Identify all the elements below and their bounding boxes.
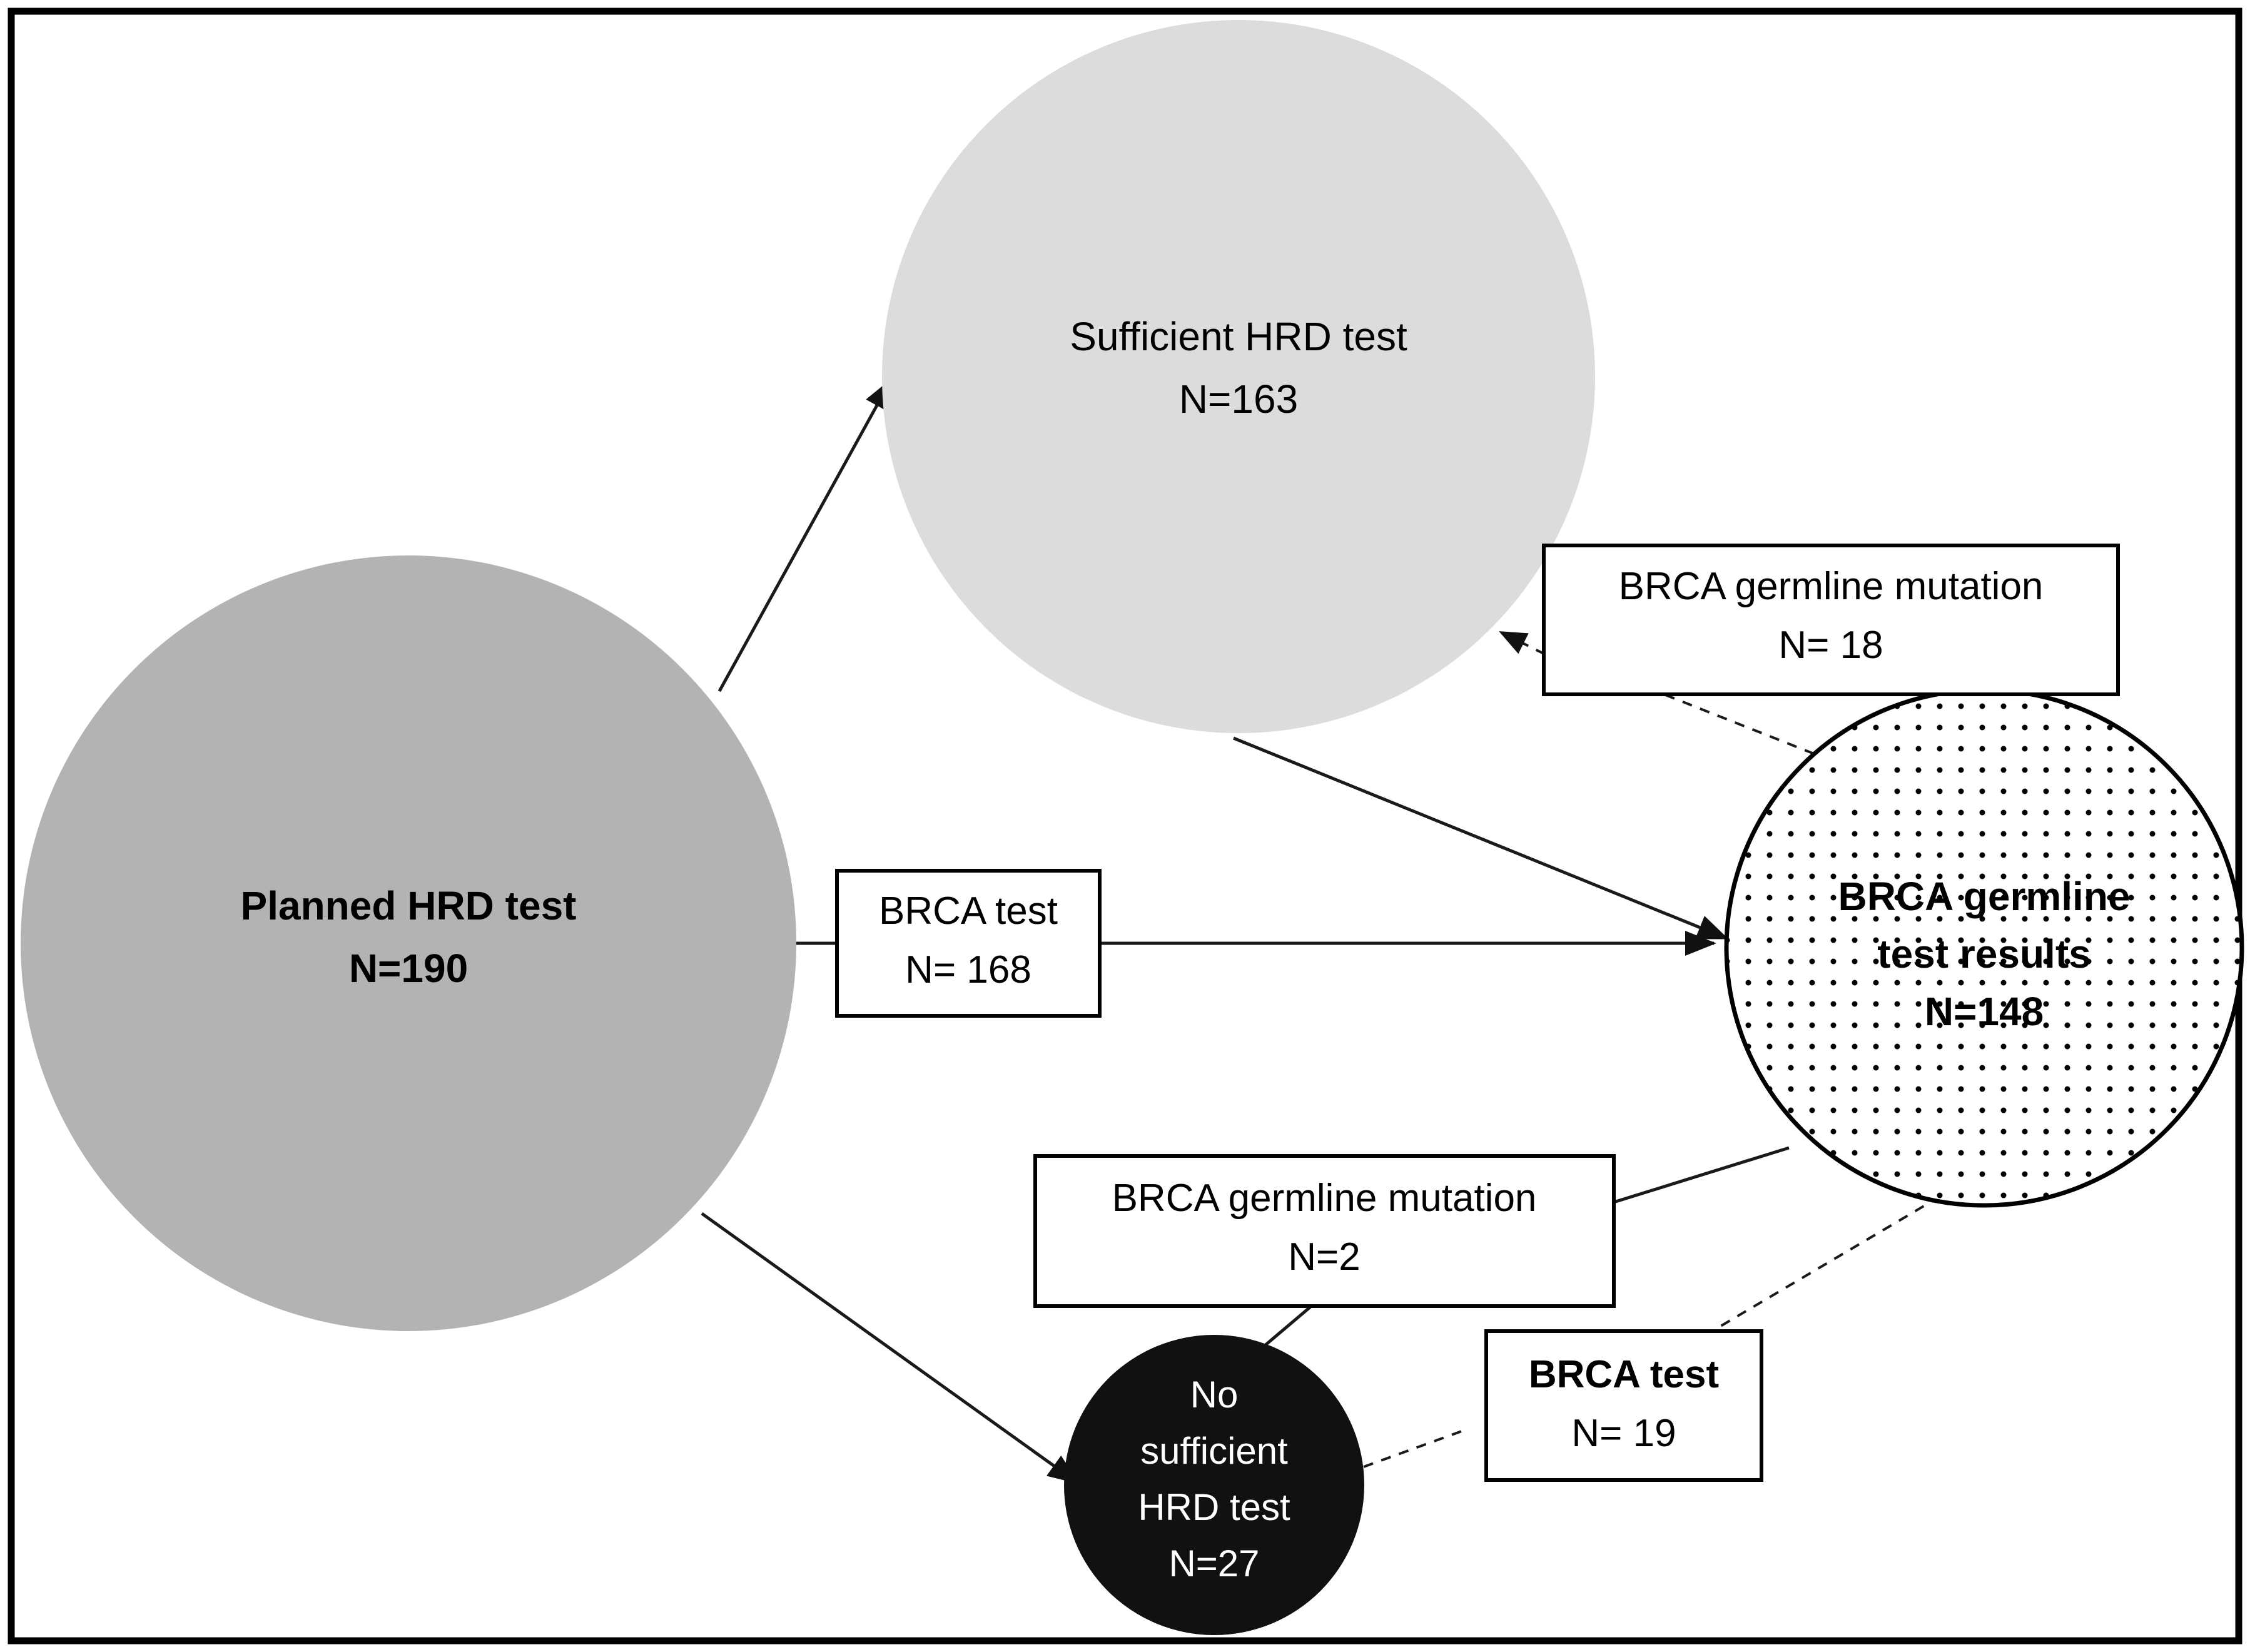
edge-planned-to-sufficient — [717, 378, 893, 692]
node-brca-germline-test-results[interactable]: BRCA germline test results N=148 — [1724, 687, 2244, 1208]
planned-hrd-test-label-line2: N=190 — [349, 946, 468, 991]
brca-germline-mutation-2-line1: BRCA germline mutation — [1112, 1177, 1537, 1220]
box-brca-test-168[interactable]: BRCA test N= 168 — [835, 869, 1102, 1018]
edge-planned-to-no-sufficient — [701, 1212, 1080, 1484]
brca-test-168-line2: N= 168 — [905, 948, 1031, 991]
brca-germline-mutation-2-line2: N=2 — [1288, 1235, 1360, 1279]
sufficient-hrd-test-label-line1: Sufficient HRD test — [1070, 314, 1407, 359]
no-sufficient-hrd-test-label-line2: sufficient — [1140, 1430, 1288, 1472]
brca-germline-test-results-label-line2: test results — [1877, 931, 2090, 976]
brca-germline-mutation-18-rect — [1542, 544, 2120, 696]
brca-germline-mutation-2-rect — [1033, 1154, 1616, 1308]
figure-border — [8, 8, 2242, 1644]
no-sufficient-hrd-test-label-line1: No — [1190, 1374, 1239, 1416]
edge-brcatest19-to-brca-results — [1688, 1181, 1965, 1346]
box-brca-germline-mutation-18[interactable]: BRCA germline mutation N= 18 — [1542, 544, 2120, 696]
edge-sufficient-to-brca-results — [1233, 736, 1729, 940]
node-no-sufficient-hrd-test[interactable]: No sufficient HRD test N=27 — [1064, 1335, 1364, 1635]
node-sufficient-hrd-test[interactable]: Sufficient HRD test N=163 — [882, 20, 1595, 733]
brca-germline-test-results-label-line3: N=148 — [1925, 989, 2044, 1034]
brca-test-168-line1: BRCA test — [879, 889, 1058, 933]
brca-germline-mutation-18-line1: BRCA germline mutation — [1619, 565, 2044, 608]
box-brca-germline-mutation-2[interactable]: BRCA germline mutation N=2 — [1033, 1154, 1616, 1308]
brca-germline-test-results-label-line1: BRCA germline — [1838, 874, 2130, 919]
brca-germline-mutation-18-line2: N= 18 — [1778, 624, 1883, 667]
node-planned-hrd-test[interactable]: Planned HRD test N=190 — [21, 555, 796, 1331]
edge-brca-results-to-mutation2 — [1607, 1146, 1790, 1206]
brca-test-19-line2: N= 19 — [1571, 1412, 1676, 1455]
no-sufficient-hrd-test-label-line3: HRD test — [1138, 1486, 1290, 1528]
edge-brca-results-to-mutation18 — [1663, 693, 1815, 755]
planned-hrd-test-label-line1: Planned HRD test — [241, 883, 577, 928]
brca-test-19-rect — [1484, 1329, 1763, 1482]
planned-hrd-test-circle — [21, 555, 796, 1331]
box-brca-test-19[interactable]: BRCA test N= 19 — [1484, 1329, 1763, 1482]
brca-test-168-rect — [835, 869, 1102, 1018]
brca-test-19-line1: BRCA test — [1529, 1353, 1719, 1396]
edge-no-sufficient-to-brcatest19 — [1363, 1428, 1467, 1468]
edge-mutation18-to-sufficient — [1499, 631, 1546, 656]
no-sufficient-hrd-test-label-line4: N=27 — [1168, 1543, 1259, 1584]
sufficient-hrd-test-circle — [882, 20, 1595, 733]
no-sufficient-hrd-test-circle — [1064, 1335, 1364, 1635]
sufficient-hrd-test-label-line2: N=163 — [1179, 377, 1298, 422]
